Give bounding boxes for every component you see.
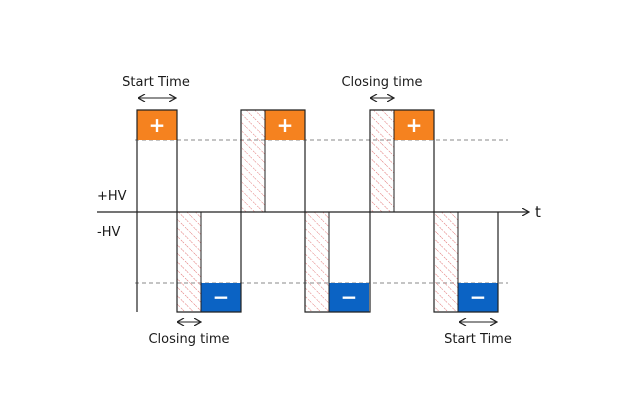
plus-sign-1: + — [149, 113, 166, 137]
start-time-top-label: Start Time — [122, 75, 190, 90]
closing-region-2 — [241, 110, 265, 212]
closing-region-4 — [370, 110, 394, 212]
negative-hv-label: -HV — [97, 225, 120, 240]
negative-block-1 — [201, 283, 241, 312]
plus-sign-3: + — [406, 113, 423, 137]
start-time-bottom-label: Start Time — [444, 332, 512, 347]
closing-region-1 — [177, 212, 201, 312]
closing-time-bottom-label: Closing time — [148, 332, 229, 347]
plus-sign-2: + — [277, 113, 294, 137]
waveform-line — [136, 109, 499, 313]
closing-time-top-label: Closing time — [341, 75, 422, 90]
closing-region-3 — [305, 212, 329, 312]
positive-block-2 — [265, 110, 305, 140]
minus-sign-1: − — [213, 285, 230, 309]
closing-region-5 — [434, 212, 458, 312]
minus-sign-3: − — [470, 285, 487, 309]
positive-block-1 — [137, 110, 177, 140]
positive-block-3 — [394, 110, 434, 140]
minus-sign-2: − — [341, 285, 358, 309]
time-axis-label: t — [535, 203, 541, 221]
negative-block-3 — [458, 283, 498, 312]
positive-hv-label: +HV — [97, 189, 127, 204]
negative-block-2 — [329, 283, 369, 312]
